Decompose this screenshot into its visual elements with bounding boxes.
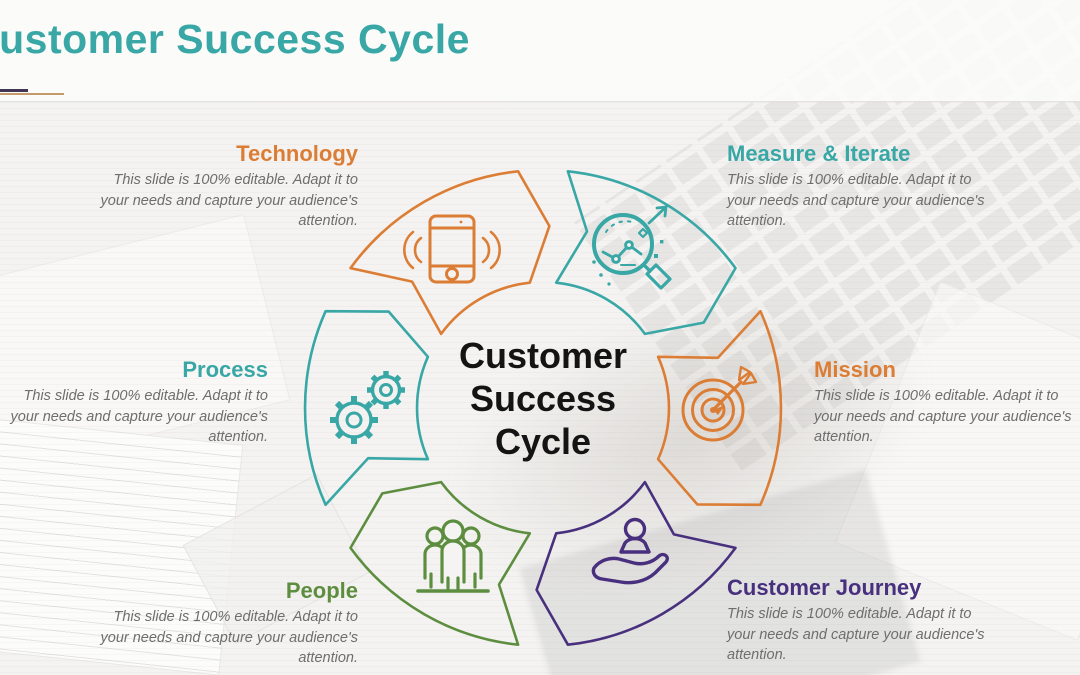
section-measure-iterate-description: This slide is 100% editable. Adapt it to… (727, 172, 985, 229)
section-measure-iterate-label: Measure & Iterate (727, 141, 911, 166)
ring-segment-customer-journey (535, 480, 737, 646)
section-mission: Mission This slide is 100% editable. Ada… (814, 357, 1078, 448)
ring-segment-people (349, 480, 532, 646)
section-customer-journey-label: Customer Journey (727, 575, 922, 600)
section-measure-iterate: Measure & Iterate This slide is 100% edi… (727, 141, 1017, 232)
section-process-description: This slide is 100% editable. Adapt it to… (10, 388, 269, 445)
section-people-label: People (285, 578, 358, 603)
magnifier-analytics-icon (592, 205, 672, 290)
section-mission-description: This slide is 100% editable. Adapt it to… (814, 388, 1072, 445)
ring-segment-measure-iterate (554, 170, 737, 336)
center-title-line: Success (469, 378, 617, 419)
center-title-line: Cycle (494, 421, 592, 462)
gears-icon (330, 371, 405, 444)
header-band: Customer Success Cycle (0, 0, 1080, 102)
section-technology-label: Technology (236, 141, 358, 166)
hand-person-icon (591, 517, 669, 585)
section-people: People This slide is 100% editable. Adap… (94, 578, 359, 669)
section-technology: Technology This slide is 100% editable. … (94, 141, 359, 232)
section-technology-description: This slide is 100% editable. Adapt it to… (100, 172, 359, 229)
page-title: Customer Success Cycle (0, 16, 470, 62)
center-title-line: Customer (458, 335, 628, 376)
section-customer-journey-description: This slide is 100% editable. Adapt it to… (727, 606, 985, 663)
accent-bar-tan (0, 93, 64, 95)
section-customer-journey: Customer Journey This slide is 100% edit… (727, 575, 1027, 666)
ring-segment-mission (656, 309, 783, 507)
ring-segment-technology (349, 170, 551, 336)
target-dart-icon (681, 365, 758, 442)
diagram-center-title: Customer Success Cycle (459, 334, 627, 463)
section-process-label: Process (182, 357, 268, 382)
ring-segment-process (303, 309, 430, 507)
section-mission-label: Mission (814, 357, 896, 382)
people-group-icon (416, 519, 490, 593)
section-people-description: This slide is 100% editable. Adapt it to… (100, 609, 359, 666)
section-process: Process This slide is 100% editable. Ada… (4, 357, 269, 448)
vibrating-phone-icon (403, 214, 501, 284)
accent-bar-dark (0, 89, 28, 92)
